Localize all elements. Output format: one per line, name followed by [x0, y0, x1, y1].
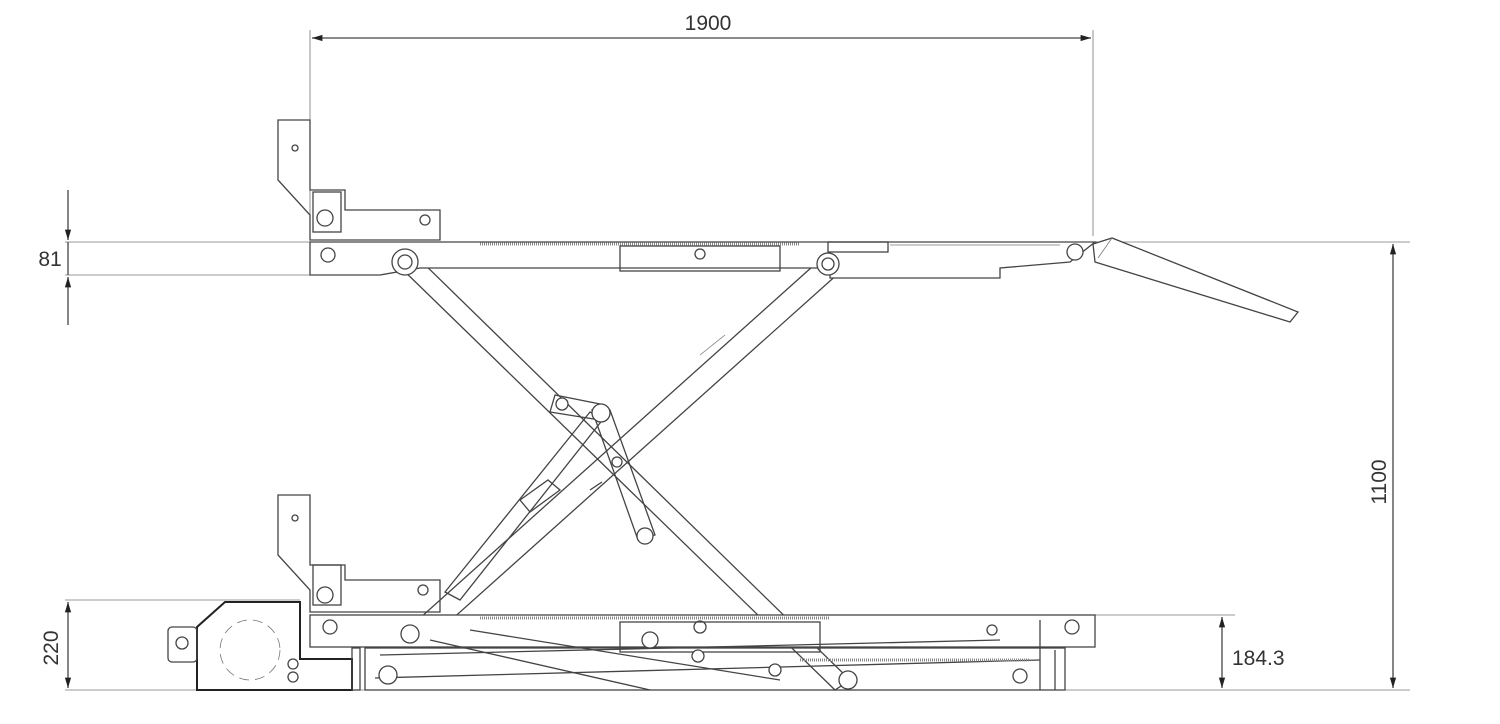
dimension-base-frame-height: 184.3 — [1218, 617, 1285, 688]
dimension-base-height: 220 — [40, 602, 72, 688]
dimension-platform-length: 1900 — [312, 12, 1091, 42]
dimension-label-81: 81 — [38, 248, 61, 271]
ramp — [1092, 237, 1300, 323]
base-frame — [309, 614, 1096, 691]
dimension-platform-thickness: 81 — [38, 190, 72, 325]
dimension-label-1100: 1100 — [1368, 459, 1391, 504]
dimension-label-184-3: 184.3 — [1232, 647, 1285, 670]
dimension-label-220: 220 — [40, 630, 63, 665]
drive-unit — [167, 601, 361, 691]
lift-linkage — [444, 394, 656, 601]
top-stop-bracket — [277, 119, 441, 241]
dimension-label-1900: 1900 — [685, 12, 732, 35]
reference-lines — [65, 30, 1410, 691]
dimension-max-height: 1100 — [1368, 244, 1397, 688]
top-platform — [309, 241, 1097, 279]
bottom-stop-bracket — [277, 494, 441, 613]
